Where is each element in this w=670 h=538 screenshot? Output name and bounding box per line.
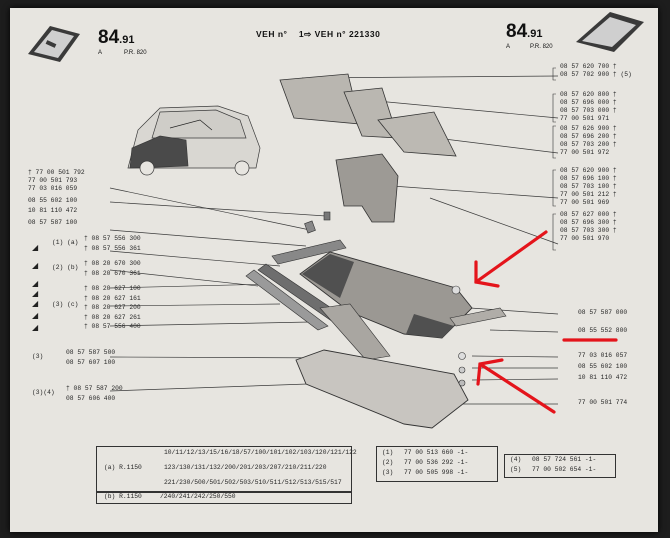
veh-range: VEH n° 1⇨ VEH n° 221330 [256, 29, 381, 39]
letter-a-right: A [506, 44, 511, 50]
car-silhouette-icon: ◢ [32, 261, 39, 270]
left-part-number: † 77 00 501 792 [28, 169, 85, 176]
right-part-number: 77 00 501 212 † [560, 191, 617, 198]
left-part-number: 77 03 016 059 [28, 185, 78, 192]
footer-a-label: (a) R.1150 [104, 464, 142, 471]
right-part-number: 08 57 620 900 † [560, 167, 617, 174]
right-part-number: 77 00 501 970 [560, 235, 610, 242]
footer-b-label: (b) R.1150 [104, 493, 142, 500]
codes-box-left [376, 446, 498, 482]
right-part-number: 77 00 501 971 [560, 115, 610, 122]
mid-right-part-number: 77 00 501 774 [578, 399, 628, 406]
ref-number-left: 84.91 [98, 27, 135, 48]
bottom-part-number: 08 57 607 100 [66, 359, 116, 366]
code-part-number: 77 00 505 998 -1- [404, 469, 469, 476]
variant-part-number: † 08 57 556 400 [84, 323, 141, 330]
variant-key: (1) (a) [52, 239, 79, 246]
footer-a-row-3: 221/230/500/501/502/503/510/511/512/513/… [164, 479, 342, 486]
right-part-number: 77 00 501 972 [560, 149, 610, 156]
bottom-variant-key: (3)(4) [32, 389, 55, 396]
car-silhouette-icon: ◢ [32, 311, 39, 320]
car-silhouette-icon: ◢ [32, 289, 39, 298]
right-part-number: 08 57 696 000 † [560, 99, 617, 106]
right-part-number: 08 57 627 000 † [560, 211, 617, 218]
code-key: (2) [382, 459, 394, 466]
variant-part-number: † 08 20 627 261 [84, 313, 141, 321]
left-part-number: 08 57 587 100 [28, 219, 78, 226]
letter-a-left: A [98, 50, 103, 56]
code-key: (3) [382, 469, 394, 476]
code-key: (4) [510, 456, 522, 463]
right-part-number: 08 57 620 800 † [560, 91, 617, 98]
right-part-number: 08 57 703 300 † [560, 227, 617, 234]
codes-box-right [504, 454, 616, 478]
code-part-number: 77 00 536 292 -1- [404, 459, 469, 466]
right-part-number: 08 57 620 700 † [560, 63, 617, 70]
right-part-number: 08 57 696 100 † [560, 175, 617, 182]
car-silhouette-icon: ◢ [32, 323, 39, 332]
right-part-number: 08 57 696 300 † [560, 219, 617, 226]
bottom-variant-key: (3) [32, 353, 44, 360]
variant-part-number: † 08 20 627 200 [84, 304, 141, 311]
variant-key: (3) (c) [52, 301, 79, 308]
right-part-number: 08 57 696 200 † [560, 133, 617, 140]
car-silhouette-icon: ◢ [32, 279, 39, 288]
mid-right-part-number: 08 57 587 000 [578, 309, 628, 316]
catalog-page: 84.91 A P.R. 820 VEH n° 1⇨ VEH n° 221330… [10, 8, 658, 532]
bottom-part-number: 08 57 606 400 [66, 395, 116, 402]
code-part-number: 77 00 502 654 -1- [532, 466, 597, 473]
variant-part-number: † 08 20 670 361 [84, 269, 141, 277]
pr-left: P.R. 820 [124, 50, 147, 56]
variant-part-number: † 08 20 627 161 [84, 294, 141, 302]
footer-b-row: /240/241/242/250/550 [160, 493, 236, 500]
footer-a-row-1: 10/11/12/13/15/16/18/57/100/101/102/103/… [164, 449, 357, 456]
variant-key: (2) (b) [52, 264, 79, 271]
footer-a-box [96, 446, 352, 492]
code-part-number: 08 57 724 561 -1- [532, 456, 597, 463]
floor-mat-thumbnail-icon [28, 26, 80, 62]
pr-right: P.R. 820 [530, 44, 553, 50]
mid-right-part-number: 08 55 552 800 [578, 327, 628, 334]
right-part-number: 08 57 626 900 † [560, 125, 617, 132]
left-part-number: 77 00 501 793 [28, 177, 78, 184]
variant-part-number: † 08 20 627 100 [84, 285, 141, 292]
car-silhouette-icon: ◢ [32, 243, 39, 252]
variant-part-number: † 08 20 670 300 [84, 260, 141, 267]
floor-mat-thumbnail-right-icon [576, 12, 644, 52]
mid-right-part-number: 10 81 110 472 [578, 374, 628, 381]
code-part-number: 77 00 513 660 -1- [404, 449, 469, 456]
variant-part-number: † 08 57 556 361 [84, 244, 141, 252]
right-part-number: 08 57 703 000 † [560, 107, 617, 114]
bottom-part-number: 08 57 587 500 [66, 349, 116, 356]
mid-right-part-number: 08 55 602 100 [578, 363, 628, 370]
left-part-number: 10 81 110 472 [28, 207, 78, 214]
code-key: (5) [510, 466, 522, 473]
right-part-number: 08 57 702 900 † (5) [560, 71, 632, 78]
exploded-diagram [109, 67, 618, 429]
footer-b-box [96, 492, 352, 504]
right-part-number: 08 57 703 200 † [560, 141, 617, 148]
ref-number-right: 84.91 [506, 21, 543, 42]
right-part-number: 08 57 703 100 † [560, 183, 617, 190]
footer-a-row-2: 123/130/131/132/200/201/203/207/210/211/… [164, 464, 327, 471]
mid-right-part-number: 77 03 016 057 [578, 352, 628, 359]
right-part-number: 77 00 501 969 [560, 199, 610, 206]
code-key: (1) [382, 449, 394, 456]
bottom-part-number: † 08 57 587 200 [66, 385, 123, 392]
car-silhouette-icon: ◢ [32, 299, 39, 308]
variant-part-number: † 08 57 556 300 [84, 235, 141, 242]
left-part-number: 08 55 602 100 [28, 197, 78, 204]
